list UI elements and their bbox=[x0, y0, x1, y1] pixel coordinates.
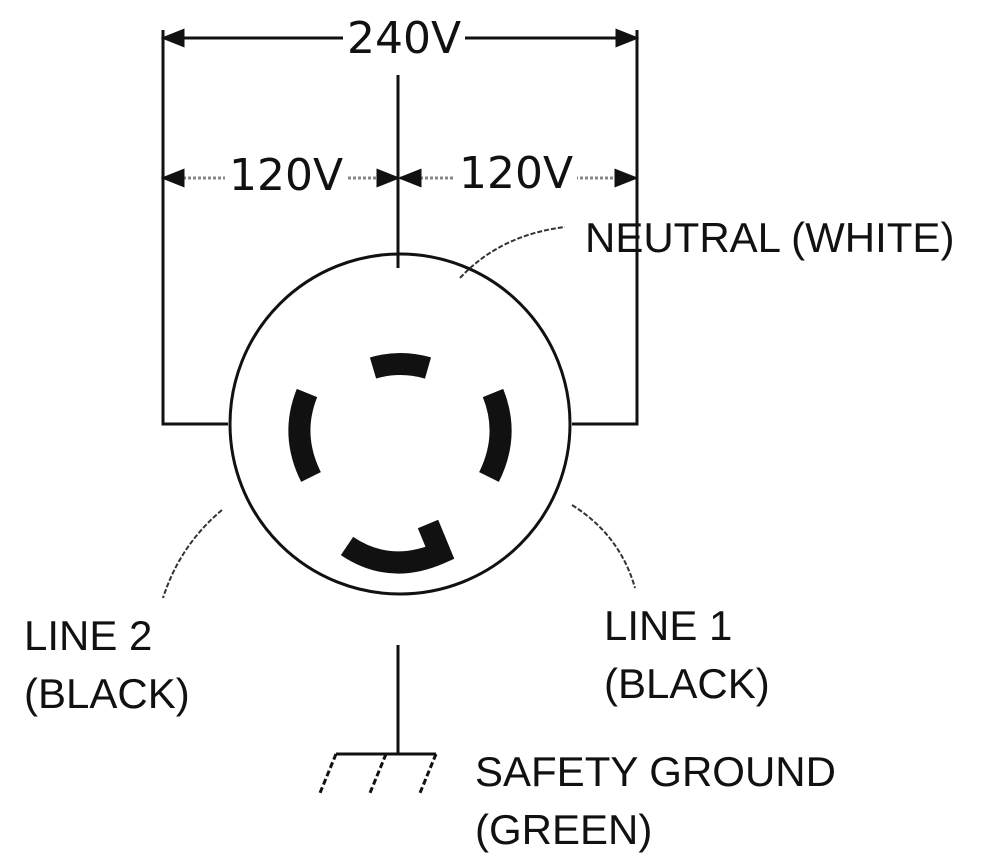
line2-wire bbox=[161, 30, 228, 426]
line1-wire bbox=[572, 30, 639, 426]
line2-slot bbox=[288, 388, 321, 482]
voltage-120v-right-label: 120V bbox=[455, 150, 578, 198]
neutral-slot bbox=[369, 353, 432, 379]
leaders bbox=[162, 226, 636, 599]
line2-label: LINE 2 bbox=[24, 612, 153, 659]
ground-slot bbox=[340, 519, 455, 574]
receptacle-slots bbox=[288, 353, 512, 574]
line1-color-label: (BLACK) bbox=[604, 660, 770, 707]
line1-slot bbox=[479, 388, 512, 482]
neutral-label: NEUTRAL (WHITE) bbox=[585, 214, 955, 261]
line2-color-label: (BLACK) bbox=[24, 670, 190, 717]
wires bbox=[161, 30, 639, 754]
neutral-leader bbox=[459, 226, 566, 279]
ground-label: SAFETY GROUND bbox=[475, 748, 836, 795]
ground-symbol-icon bbox=[318, 752, 438, 794]
line2-leader bbox=[162, 509, 223, 599]
ground-color-label: (GREEN) bbox=[475, 806, 653, 853]
line1-label: LINE 1 bbox=[604, 602, 733, 649]
line1-leader bbox=[571, 504, 636, 589]
voltage-120v-left-label: 120V bbox=[225, 152, 348, 200]
voltage-240v-label: 240V bbox=[343, 15, 466, 63]
receptacle-outline bbox=[228, 252, 572, 596]
